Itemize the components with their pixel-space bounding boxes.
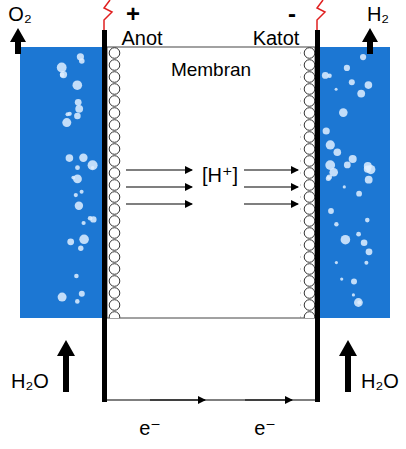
- polarity-sign: -: [288, 2, 296, 26]
- supply-wire: [104, 0, 112, 30]
- membrane-outline: [107, 47, 315, 318]
- membrane-label: Membran: [171, 60, 251, 79]
- water-cathode-side: [319, 47, 390, 318]
- electrode-label: Anot: [121, 28, 162, 48]
- anode-electrode: [102, 30, 107, 402]
- membrane-box: Membran [H⁺]: [122, 47, 300, 318]
- flow-arrows: [10, 28, 378, 392]
- supply-wire: [317, 0, 325, 30]
- external-wire: [104, 399, 317, 400]
- water-label: H₂O: [11, 371, 49, 391]
- gas-label: H₂: [367, 4, 389, 24]
- electron-label: e⁻: [139, 418, 161, 438]
- water-label: H₂O: [361, 371, 399, 391]
- electron-arrow: [150, 399, 205, 400]
- gas-label: O₂: [8, 4, 31, 24]
- proton-label: [H⁺]: [200, 165, 240, 185]
- electron-label: e⁻: [254, 418, 276, 438]
- water-anode-side: [20, 47, 103, 318]
- electron-arrow: [245, 399, 292, 400]
- cathode-catalyst: [300, 47, 315, 318]
- polarity-sign: +: [126, 2, 140, 26]
- cathode-electrode: [315, 30, 320, 402]
- electrode-label: Katot: [253, 28, 300, 48]
- anode-catalyst: [107, 47, 122, 318]
